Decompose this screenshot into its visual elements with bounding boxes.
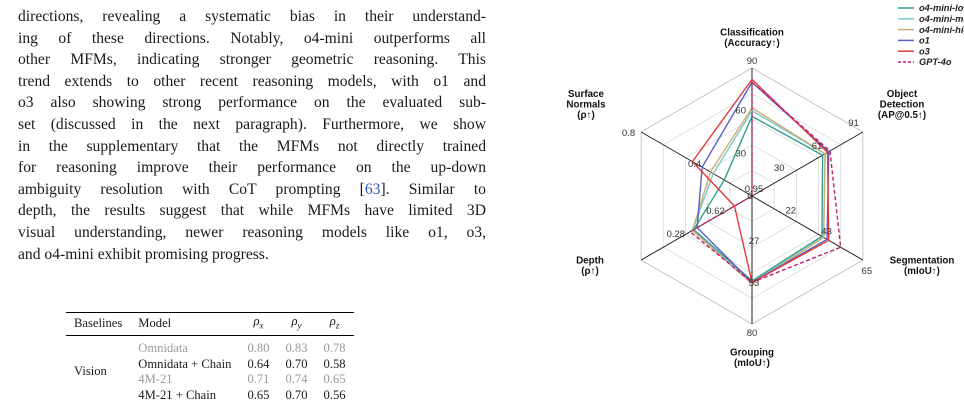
paragraph-line: ing of these directions. Notably, o4-min… [18,29,486,47]
tick-label: 30 [774,163,785,174]
legend-label: o1 [919,36,930,46]
axis-title: Grouping [730,348,774,359]
cell-y: 0.70 [285,356,308,371]
paragraph-line: depth, the results suggest that while MF… [18,202,486,220]
axis-title: (ρ↑) [577,110,594,121]
series-gpt-4o [689,81,842,284]
cell-x: 0.80 [247,341,270,355]
tick-label: 0.8 [622,128,635,139]
header-rho-z: ρz [329,313,340,331]
axis-title: (mIoU↑) [734,358,770,369]
paragraph-line: o3 also showing strong performance on th… [18,94,486,112]
table-row: Vision Omnidata 0.80 0.83 0.78 [66,341,354,378]
paragraph-line: set (discussed in the next paragraph). F… [18,115,486,133]
cell-y: 0.83 [285,341,308,355]
tick-label: 0.62 [706,206,725,217]
paragraph-line: other MFMs, indicating stronger geometri… [18,51,486,69]
cell-x: 0.64 [247,356,270,371]
axis-title: Segmentation [890,256,955,267]
header-model: Model [138,316,172,331]
tick-label: 80 [747,328,758,339]
cell-model: Omnidata + Chain [138,356,232,371]
series-o4-mini-high [691,107,826,285]
tick-label: 22 [786,206,797,217]
axis-title: Normals [566,100,606,111]
tick-label: 91 [848,118,859,129]
legend-label: o4-mini-high [919,25,964,35]
cell-x: 0.65 [247,387,270,402]
paragraph-line: ambiguity resolution with CoT prompting … [18,180,486,198]
axis-title: Detection [880,100,925,111]
table-row: 4M-21 0.71 0.74 0.65 [66,372,354,388]
axis-title: (ρ↑) [581,266,598,277]
tick-label: 43 [821,226,832,237]
cell-z: 0.56 [323,387,346,402]
paragraph-line: for reasoning improve their performance … [18,159,486,177]
legend-label: o3 [919,46,931,56]
tick-label: 61 [812,141,823,152]
cell-model: 4M-21 [138,372,173,387]
paragraph-line: in the supplementary that the MFMs not d… [18,137,486,155]
paragraph-line: and o4-mini exhibit promising progress. [18,245,269,263]
tick-label: 30 [735,148,746,159]
series-o3 [691,78,830,284]
header-rho-y: ρy [291,313,302,331]
tick-label: 90 [747,56,758,67]
tick-label: 53 [749,278,760,289]
cell-z: 0.65 [323,372,346,387]
cell-model: Omnidata [138,341,188,355]
results-table: Baselines Model ρx ρy ρz Vision Omnidata 0… [66,312,354,403]
axis-spoke [751,195,864,261]
tick-label: 0.95 [745,184,764,195]
tick-label: 65 [862,266,873,277]
axis-title: (Accuracy↑) [724,38,780,49]
legend-label: o4-mini-low [919,3,964,13]
legend-label: o4-mini-medium [919,14,964,24]
cell-y: 0.74 [285,372,308,387]
axis-spoke [640,131,753,197]
paragraph-line: trend extends to other recent reasoning … [18,72,486,90]
series-o4-mini-medium [691,109,826,284]
paragraph-line: directions, revealing a systematic bias … [18,8,486,25]
tick-label: 27 [749,236,760,247]
table-row: Omnidata + Chain 0.64 0.70 0.58 [66,357,354,373]
tick-label: 0.4 [688,159,701,170]
group-label: Vision [74,364,107,379]
axis-title: Classification [720,28,784,39]
header-rho-x: ρx [253,313,264,331]
radar-chart: 30 60 90 30 61 91 22 43 65 27 53 80 0.28 0.62 0.950 0.4… [566,3,964,369]
axis-spoke [751,131,864,197]
cell-model: 4M-21 + Chain [138,387,217,402]
body-paragraph: directions, revealing a systematic bias … [18,6,486,265]
axis-title: Depth [576,256,604,267]
tick-label: 60 [735,106,746,117]
axis-title: Surface [568,89,604,100]
citation-link[interactable]: 63 [364,180,381,198]
tick-label: 0.28 [667,229,686,240]
table-row: 4M-21 + Chain 0.65 0.70 0.56 [66,388,354,404]
cell-y: 0.70 [285,387,308,402]
axis-title: Object [887,89,918,100]
axis-title: (AP@0.5↑) [878,110,926,121]
cell-x: 0.71 [247,372,270,387]
cell-z: 0.78 [323,341,346,355]
cell-z: 0.58 [323,356,346,371]
header-baselines: Baselines [74,316,123,331]
legend-label: GPT-4o [919,57,952,67]
table-header-row: Baselines Model ρx ρy ρz [66,312,354,336]
tick-label: 0 [747,191,752,202]
axis-title: (mIoU↑) [904,266,940,277]
paragraph-line: visual understanding, newer reasoning mo… [18,223,486,241]
